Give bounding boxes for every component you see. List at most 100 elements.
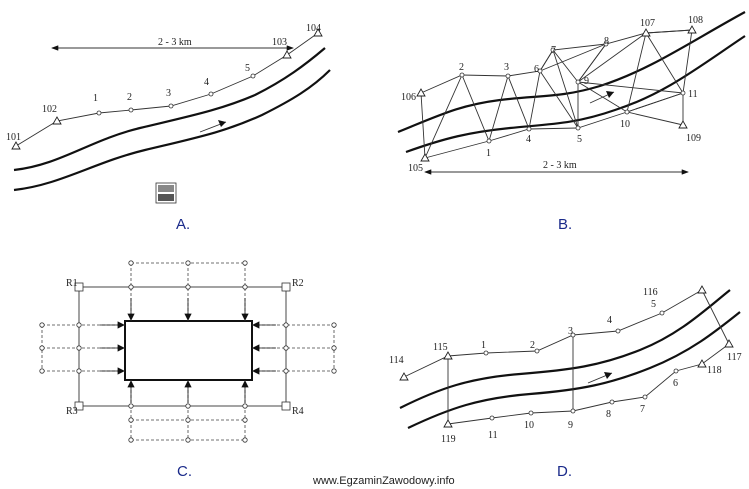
panel-c-label-r1: R1: [66, 278, 78, 289]
panel-c-arrows: [100, 298, 276, 403]
panel-c-label-r3: R3: [66, 406, 78, 417]
panel-a-station-104: [313, 28, 323, 37]
panel-a-flow-arrowhead: [218, 120, 226, 127]
panel-d-station-114: [399, 372, 409, 381]
panel-a-point-5: [250, 73, 256, 79]
panel-a-label-101: 101: [6, 132, 21, 143]
panel-b-label-6: 6: [534, 64, 539, 75]
panel-b-label-106: 106: [401, 92, 416, 103]
panel-b-label-9: 9: [584, 76, 589, 87]
panel-b-label-5: 5: [577, 134, 582, 145]
panel-d-label-6: 6: [673, 378, 678, 389]
panel-b-point-7: [550, 47, 556, 53]
panel-b-point-1: [486, 138, 492, 144]
panel-a: 2 - 3 km 101 102 1 2 3 4 5 103 104 A.: [6, 23, 331, 233]
panel-d-label-10: 10: [524, 420, 534, 431]
panel-d-point-2: [534, 348, 540, 354]
panel-d-station-117: [724, 339, 734, 348]
panel-c-control-frame: [78, 286, 287, 407]
panel-d-point-4: [615, 328, 621, 334]
panel-d-station-116: [697, 285, 707, 294]
panel-a-label-4: 4: [204, 77, 209, 88]
panel-b-label-7: 7: [551, 45, 556, 56]
panel-b-point-6: [537, 68, 543, 74]
panel-b-point-5: [575, 125, 581, 131]
panel-c-grid-points: [39, 260, 337, 443]
panel-a-station-103: [282, 50, 292, 59]
panel-c: R1 R2 R3 R4 C.: [39, 260, 337, 480]
panel-d-station-118: [697, 359, 707, 368]
panel-b-label-3: 3: [504, 62, 509, 73]
panel-d-label-3: 3: [568, 326, 573, 337]
panel-d-point-7: [642, 394, 648, 400]
panel-d-point-6: [673, 368, 679, 374]
panel-a-label-104: 104: [306, 23, 321, 34]
panel-d-riverbank-upper: [399, 289, 731, 409]
panel-b-label-11: 11: [688, 89, 698, 100]
panel-b-riverbank-upper: [397, 11, 746, 134]
panel-a-label-2: 2: [127, 92, 132, 103]
panel-c-corner-r2: [281, 282, 291, 292]
panel-d-label-119: 119: [441, 434, 456, 445]
panel-b-label-109: 109: [686, 133, 701, 144]
panel-d-point-8: [609, 399, 615, 405]
panel-b-label-107: 107: [640, 18, 655, 29]
panel-c-corner-r3: [74, 401, 84, 411]
panel-b-point-10: [624, 109, 630, 115]
panel-d-point-11: [489, 415, 495, 421]
panel-b-label-1: 1: [486, 148, 491, 159]
panel-b-riverbank-lower: [405, 35, 746, 154]
panel-b-point-11: [680, 90, 686, 96]
panel-b-label-108: 108: [688, 15, 703, 26]
panel-b-flow-arrowhead: [606, 91, 614, 98]
panel-b-triangulation-net: [420, 29, 693, 159]
panel-b-point-9: [575, 79, 581, 85]
panel-b-label-4: 4: [526, 134, 531, 145]
panel-c-label-r4: R4: [292, 406, 304, 417]
panel-d: 114 115 1 2 3 4 5 116 117 118 6 7 8 9 10…: [389, 285, 742, 480]
egz-logo: [155, 182, 177, 204]
panel-d-label-9: 9: [568, 420, 573, 431]
panel-a-riverbank-lower: [13, 69, 331, 192]
panel-d-label: D.: [557, 463, 572, 480]
panel-b-distance-label: 2 - 3 km: [543, 160, 577, 171]
panel-d-riverbank-lower: [407, 311, 741, 429]
panel-d-label-1: 1: [481, 340, 486, 351]
panel-a-label-1: 1: [93, 93, 98, 104]
panel-d-label-117: 117: [727, 352, 742, 363]
panel-b-station-108: [687, 25, 697, 34]
panel-d-label-116: 116: [643, 287, 658, 298]
panel-d-label-114: 114: [389, 355, 404, 366]
panel-d-label-8: 8: [606, 409, 611, 420]
panel-c-corner-r4: [281, 401, 291, 411]
panel-a-label-3: 3: [166, 88, 171, 99]
panel-b-label-8: 8: [604, 36, 609, 47]
panel-a-point-4: [208, 91, 214, 97]
panel-b-station-105: [420, 153, 430, 162]
panel-d-label-11: 11: [488, 430, 498, 441]
panel-d-label-7: 7: [640, 404, 645, 415]
panel-d-point-1: [483, 350, 489, 356]
panel-b-label: B.: [558, 216, 572, 233]
panel-d-traverse-upper: [403, 289, 730, 378]
panel-a-label-5: 5: [245, 63, 250, 74]
panel-a-label-103: 103: [272, 37, 287, 48]
panel-c-building: [124, 320, 253, 381]
panel-d-label-5: 5: [651, 299, 656, 310]
panel-b: 2 - 3 km 106 2 3 6 7 8 107 108 9 11 105 …: [397, 11, 746, 233]
panel-c-corner-r1: [74, 282, 84, 292]
panel-d-label-115: 115: [433, 342, 448, 353]
panel-d-label-118: 118: [707, 365, 722, 376]
panel-d-label-2: 2: [530, 340, 535, 351]
panel-b-station-107: [641, 28, 651, 37]
panel-c-label: C.: [177, 463, 192, 480]
panel-a-label: A.: [176, 216, 190, 233]
panel-a-point-2: [128, 107, 134, 113]
panel-d-point-5: [659, 310, 665, 316]
panel-d-point-3: [570, 332, 576, 338]
panel-a-distance-label: 2 - 3 km: [158, 37, 192, 48]
panel-b-point-3: [505, 73, 511, 79]
panel-d-station-115: [443, 351, 453, 360]
panel-a-station-101: [11, 141, 21, 150]
panel-a-station-102: [52, 116, 62, 125]
